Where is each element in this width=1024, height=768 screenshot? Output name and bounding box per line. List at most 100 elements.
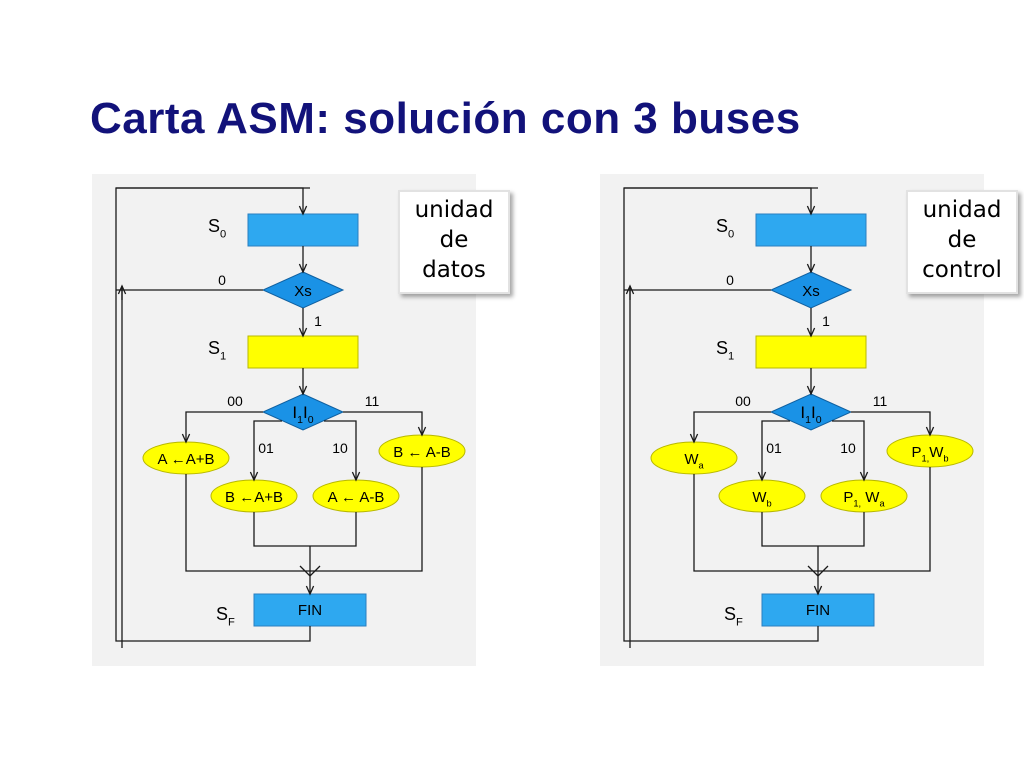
arrowhead [298, 327, 308, 338]
connector-line [693, 411, 771, 442]
connector-line [624, 187, 812, 214]
branch-label-0: 0 [726, 272, 734, 288]
connector-line [818, 467, 931, 572]
arrowhead [298, 385, 308, 396]
decision-i1i0-label: I1​I0​ [292, 403, 313, 426]
text-span: S [724, 604, 736, 624]
connector-line [253, 512, 310, 547]
text-span: b [767, 499, 772, 509]
branch-label-0: 0 [218, 272, 226, 288]
state-box-s0 [247, 213, 359, 247]
arrowhead [305, 585, 315, 596]
arrowhead [806, 205, 816, 216]
text-span: 0 [816, 414, 822, 426]
text-span: 0 [308, 414, 314, 426]
state-box-s0 [755, 213, 867, 247]
text-span: W [684, 451, 699, 468]
branch-label-10: 10 [332, 440, 348, 456]
state-box-sf [253, 593, 367, 627]
arrowhead [806, 327, 816, 338]
text-span: W [752, 489, 767, 506]
text-span: P [911, 444, 921, 461]
note-line: de [947, 227, 977, 253]
branch-label-11: 11 [365, 393, 380, 409]
output-text-00: A ←A+B [157, 451, 214, 468]
connector-line [761, 512, 818, 547]
text-span: W [861, 489, 880, 506]
arrowhead [925, 426, 935, 437]
connector-line [310, 467, 423, 572]
text-span: 1, [853, 499, 861, 509]
text-span: I [292, 403, 297, 422]
text-span: 1 [220, 350, 226, 362]
text-span: W [929, 444, 944, 461]
arrowhead [181, 433, 191, 444]
state-box-s1 [247, 335, 359, 369]
note-line: unidad [414, 197, 494, 223]
state-label-s0: S0​ [716, 216, 734, 240]
state-label-s1: S1​ [208, 338, 226, 362]
output-text-10: A ← A-B [328, 489, 385, 506]
note-line: datos [422, 257, 486, 283]
arrowhead [813, 585, 823, 596]
state-label-s1: S1​ [716, 338, 734, 362]
connector-line [116, 187, 304, 214]
arrowhead [298, 263, 308, 274]
text-span: S [216, 604, 228, 624]
text-span: S [716, 216, 728, 236]
connector-line [324, 420, 357, 480]
connector-line [185, 474, 310, 572]
text-span: A ← A-B [328, 489, 385, 506]
output-text-00: Wa​ [684, 451, 704, 471]
arrowhead [351, 471, 361, 482]
text-span: I [800, 403, 805, 422]
arrowhead [859, 471, 869, 482]
arrowhead [757, 471, 767, 482]
text-span: I [303, 403, 308, 422]
text-span: 1 [728, 350, 734, 362]
connector-line [310, 512, 357, 547]
connector-line [832, 420, 865, 480]
text-span: B ← A-B [393, 444, 451, 461]
connector-line [818, 512, 865, 547]
text-span: P [843, 489, 853, 506]
connector-line [851, 411, 931, 435]
connector-line [185, 411, 263, 442]
text-span: 0 [728, 228, 734, 240]
branch-label-10: 10 [840, 440, 856, 456]
arrowhead [625, 284, 635, 295]
text-span: 1 [297, 414, 303, 426]
connector-line [343, 411, 423, 435]
branch-label-00: 00 [735, 393, 751, 409]
connector-line [253, 420, 282, 480]
text-span: 1 [805, 414, 811, 426]
output-text-11: P1,​Wb​ [911, 444, 948, 464]
junction-mark [299, 565, 321, 577]
text-span: S [208, 338, 220, 358]
decision-i1i0 [261, 393, 345, 431]
note-line: de [439, 227, 469, 253]
output-text-10: P1,​ Wa​ [843, 489, 885, 509]
output-text-01: B ←A+B [225, 489, 283, 506]
text-span: S [716, 338, 728, 358]
state-label-sf: SF​ [216, 604, 235, 628]
branch-label-01: 01 [766, 440, 782, 456]
note-unidad-datos: unidad de datos [398, 190, 510, 294]
state-box-s1 [755, 335, 867, 369]
output-text-01: Wb​ [752, 489, 771, 509]
note-line: control [922, 257, 1002, 283]
text-span: 0 [220, 228, 226, 240]
text-span: F [736, 616, 743, 628]
text-span: b [943, 454, 948, 464]
state-label-s0: S0​ [208, 216, 226, 240]
branch-label-00: 00 [227, 393, 243, 409]
arrowhead [117, 284, 127, 295]
arrowhead [806, 385, 816, 396]
text-span: F [228, 616, 235, 628]
state-label-sf: SF​ [724, 604, 743, 628]
text-span: S [208, 216, 220, 236]
branch-label-01: 01 [258, 440, 274, 456]
decision-i1i0-label: I1​I0​ [800, 403, 821, 426]
state-box-sf-label: FIN [806, 602, 830, 619]
arrowhead [249, 471, 259, 482]
